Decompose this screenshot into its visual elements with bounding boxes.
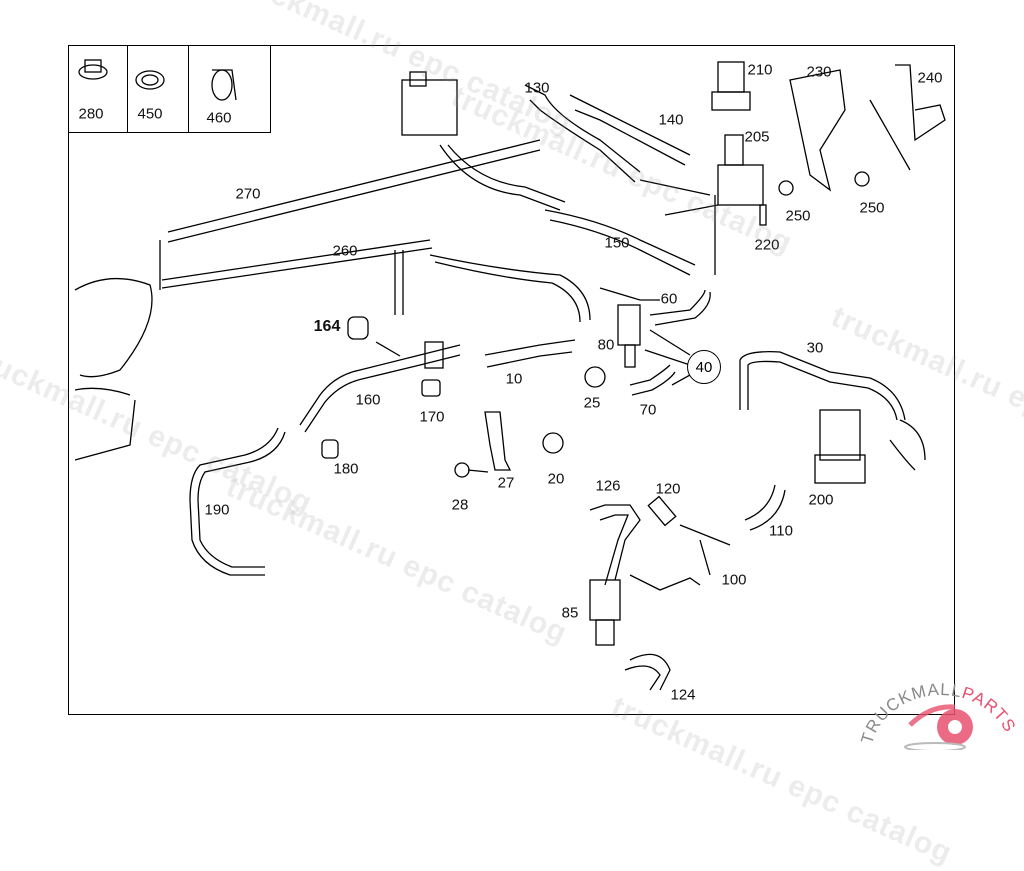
part-label-160[interactable]: 160 <box>355 391 381 409</box>
callout-40[interactable]: 40 <box>687 350 721 384</box>
part-label-205[interactable]: 205 <box>744 128 770 146</box>
part-label-230[interactable]: 230 <box>806 63 832 81</box>
part-label-460[interactable]: 460 <box>206 109 232 127</box>
part-label-180[interactable]: 180 <box>333 460 359 478</box>
callout-label: 40 <box>695 358 713 376</box>
part-label-190[interactable]: 190 <box>204 501 230 519</box>
part-label-28[interactable]: 28 <box>451 496 469 514</box>
part-label-164[interactable]: 164 <box>313 318 341 335</box>
part-label-60[interactable]: 60 <box>660 290 678 308</box>
truckmallparts-logo: TRUCKMALLPARTS <box>860 680 1019 750</box>
part-label-140[interactable]: 140 <box>658 111 684 129</box>
part-label-25[interactable]: 25 <box>583 394 601 412</box>
part-label-270[interactable]: 270 <box>235 185 261 203</box>
inset-part-460[interactable] <box>188 45 271 133</box>
part-label-30[interactable]: 30 <box>806 339 824 357</box>
part-label-170[interactable]: 170 <box>419 408 445 426</box>
part-label-260[interactable]: 260 <box>332 242 358 260</box>
part-label-110[interactable]: 110 <box>769 522 793 540</box>
part-label-124[interactable]: 124 <box>670 686 696 704</box>
part-label-200[interactable]: 200 <box>808 491 834 509</box>
part-label-130[interactable]: 130 <box>524 79 550 97</box>
part-label-85[interactable]: 85 <box>561 604 579 622</box>
part-label-450[interactable]: 450 <box>137 105 163 123</box>
part-label-210[interactable]: 210 <box>747 61 773 79</box>
part-label-120[interactable]: 120 <box>655 480 681 498</box>
part-label-126[interactable]: 126 <box>595 477 621 495</box>
part-label-70[interactable]: 70 <box>639 401 657 419</box>
part-label-280[interactable]: 280 <box>78 105 104 123</box>
part-label-100[interactable]: 100 <box>721 571 747 589</box>
part-label-250[interactable]: 250 <box>785 207 811 225</box>
part-label-20[interactable]: 20 <box>547 470 565 488</box>
diagram-frame <box>68 45 955 715</box>
part-label-240[interactable]: 240 <box>917 69 943 87</box>
part-label-250[interactable]: 250 <box>859 199 885 217</box>
part-label-80[interactable]: 80 <box>597 336 615 354</box>
part-label-220[interactable]: 220 <box>754 236 780 254</box>
hose-diagram-drawing <box>74 59 946 691</box>
part-label-150[interactable]: 150 <box>604 234 630 252</box>
part-label-10[interactable]: 10 <box>505 370 523 388</box>
part-label-27[interactable]: 27 <box>497 474 515 492</box>
